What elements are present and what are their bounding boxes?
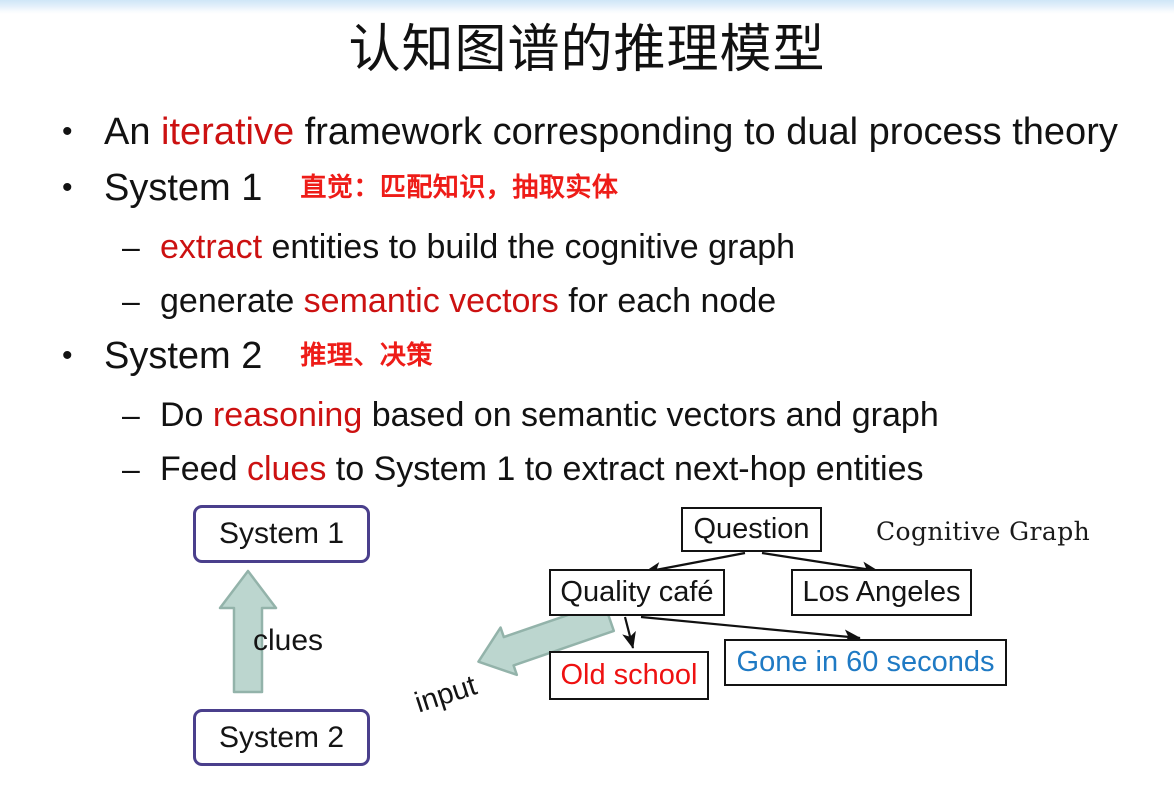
sub-4-post: to System 1 to extract next-hop entities [326, 450, 924, 488]
bullet-item-3-sub-2: –Feed clues to System 1 to extract next-… [48, 442, 1148, 496]
sub-bullet-marker: – [122, 229, 140, 265]
bullet-item-2-sub-1: –extract entities to build the cognitive… [48, 220, 1148, 274]
bullet-2-text: System 1 [104, 167, 263, 209]
sub-1-highlight: extract [160, 228, 263, 266]
bullet-item-3: • System 2 推理、决策 [48, 328, 1148, 388]
sub-2-post: for each node [558, 282, 777, 320]
sub-4-pre: Feed [160, 450, 247, 488]
sub-bullet-marker: – [122, 283, 140, 319]
sub-2-pre: generate [160, 282, 304, 320]
sub-2-highlight: semantic vectors [303, 282, 559, 320]
graph-node-los-angeles[interactable]: Los Angeles [791, 569, 972, 616]
cognitive-graph-label: Cognitive Graph [876, 517, 1091, 546]
graph-node-question[interactable]: Question [681, 507, 822, 552]
graph-node-gone-in-60-seconds[interactable]: Gone in 60 seconds [724, 639, 1007, 686]
sub-3-highlight: reasoning [212, 396, 363, 434]
sub-4-highlight: clues [246, 450, 327, 488]
graph-node-old-school[interactable]: Old school [549, 651, 709, 700]
system-1-box[interactable]: System 1 [193, 505, 370, 563]
bullet-item-2: • System 1 直觉：匹配知识，抽取实体 [48, 160, 1148, 220]
bullet-2-annotation: 直觉：匹配知识，抽取实体 [300, 173, 619, 203]
edge-quality-cafe-to-old-school [622, 616, 636, 649]
page-title: 认知图谱的推理模型 [348, 20, 826, 80]
sub-3-pre: Do [160, 396, 213, 434]
bullet-3-text: System 2 [104, 335, 263, 377]
bullet-marker: • [62, 339, 73, 372]
sub-1-post: entities to build the cognitive graph [262, 228, 796, 266]
input-label: input [411, 669, 481, 720]
bullet-3-annotation: 推理、决策 [300, 341, 433, 371]
clues-label: clues [253, 624, 324, 657]
edge-quality-cafe-to-gone-in-60 [640, 615, 861, 644]
bullet-list: • An iterative framework corresponding to… [48, 104, 1148, 496]
top-gradient-band [0, 0, 1174, 14]
bullet-item-2-sub-2: –generate semantic vectors for each node [48, 274, 1148, 328]
system-2-box[interactable]: System 2 [193, 709, 370, 766]
graph-node-quality-cafe[interactable]: Quality café [549, 569, 725, 616]
bullet-1-pre: An [104, 111, 162, 153]
bullet-marker: • [62, 171, 73, 204]
bullet-item-3-sub-1: –Do reasoning based on semantic vectors … [48, 388, 1148, 442]
bullet-1-post: framework corresponding to dual process … [294, 111, 1118, 153]
bullet-item-1: • An iterative framework corresponding to… [48, 104, 1148, 160]
sub-bullet-marker: – [122, 451, 140, 487]
sub-3-post: based on semantic vectors and graph [362, 396, 939, 434]
bullet-marker: • [62, 115, 73, 148]
bullet-1-highlight: iterative [161, 111, 295, 153]
sub-bullet-marker: – [122, 397, 140, 433]
